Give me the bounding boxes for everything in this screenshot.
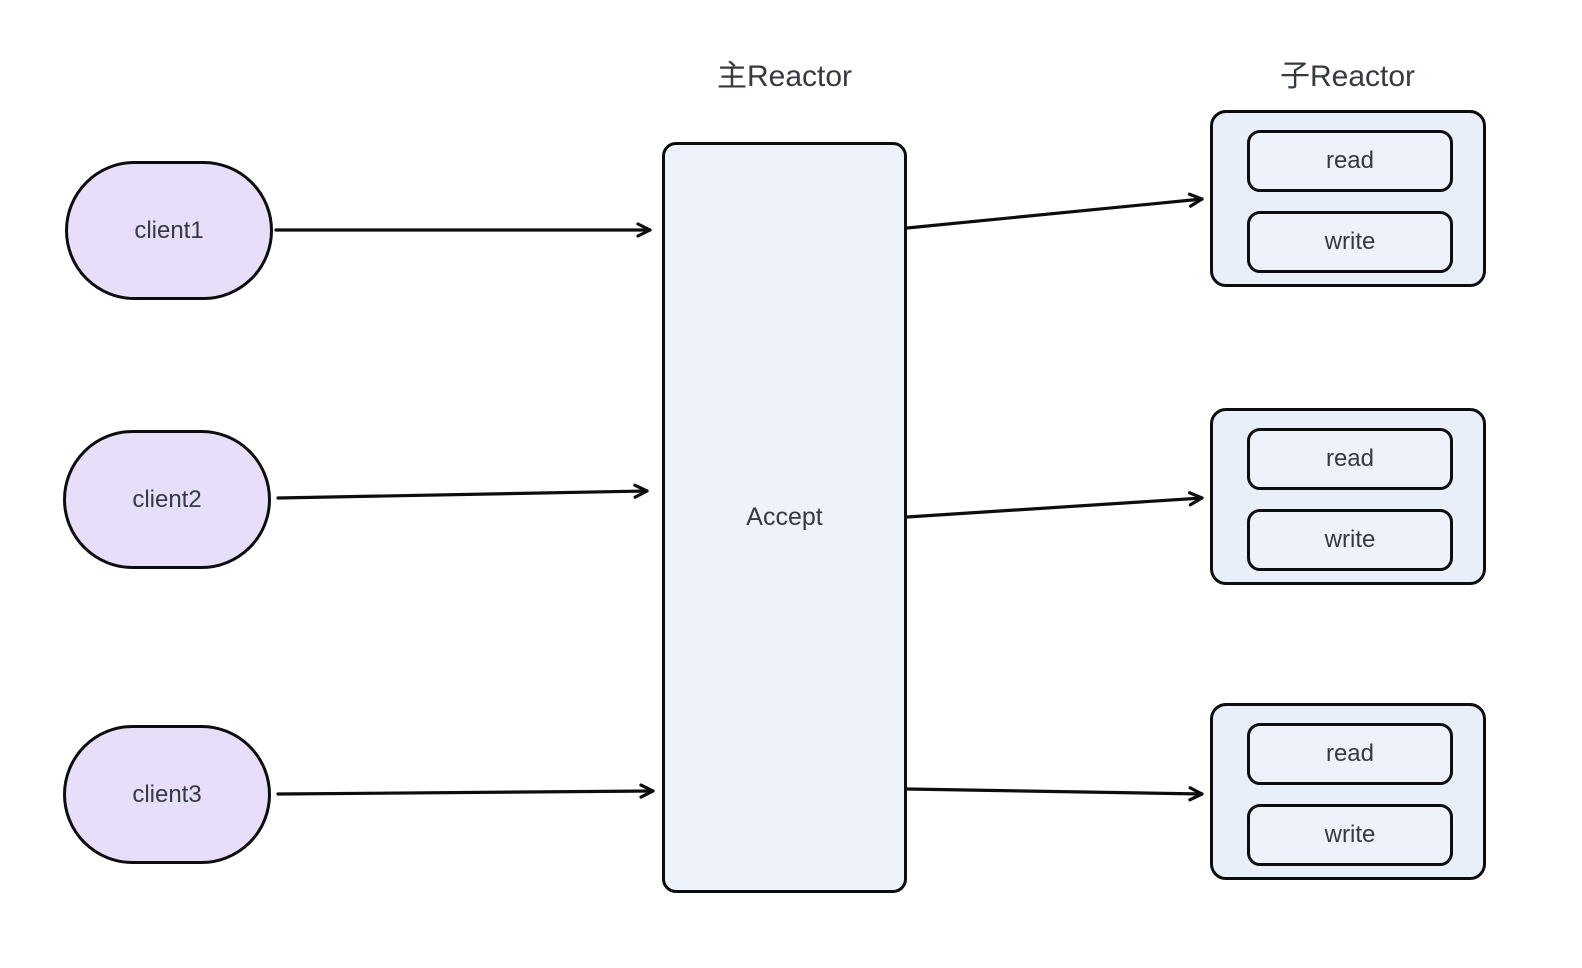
sub-reactor-1-write-label: write <box>1324 228 1376 255</box>
sub-reactor-2-read-box: read <box>1247 428 1453 490</box>
sub-reactor-1-node: read write <box>1210 110 1486 287</box>
main-reactor-node: Accept <box>662 142 907 893</box>
accept-label: Accept <box>746 503 823 531</box>
sub-reactor-2-read-label: read <box>1325 445 1375 472</box>
sub-reactor-1-read-box: read <box>1247 130 1453 192</box>
arrow-main-reactor-to-sub-reactor-3 <box>905 786 1204 802</box>
sub-reactor-title: 子Reactor <box>1279 60 1416 93</box>
arrow-main-reactor-to-sub-reactor-2 <box>905 491 1204 519</box>
client3-label: client3 <box>132 780 202 808</box>
sub-reactor-2-write-box: write <box>1247 509 1453 571</box>
client2-label: client2 <box>132 485 202 513</box>
sub-reactor-3-read-label: read <box>1325 740 1375 767</box>
sub-reactor-2-node: read write <box>1210 408 1486 585</box>
arrow-client2-to-main-reactor <box>276 483 649 500</box>
arrow-client3-to-main-reactor <box>276 783 655 799</box>
client1-node: client1 <box>65 161 273 300</box>
client1-label: client1 <box>134 216 204 244</box>
sub-reactor-1-read-label: read <box>1325 147 1375 174</box>
client3-node: client3 <box>63 725 271 864</box>
sub-reactor-2-write-label: write <box>1324 526 1376 553</box>
sub-reactor-3-write-box: write <box>1247 804 1453 866</box>
sub-reactor-3-node: read write <box>1210 703 1486 880</box>
client2-node: client2 <box>63 430 271 569</box>
sub-reactor-1-write-box: write <box>1247 211 1453 273</box>
arrow-main-reactor-to-sub-reactor-1 <box>905 192 1204 230</box>
sub-reactor-3-write-label: write <box>1324 821 1376 848</box>
main-reactor-title: 主Reactor <box>716 60 853 93</box>
sub-reactor-3-read-box: read <box>1247 723 1453 785</box>
